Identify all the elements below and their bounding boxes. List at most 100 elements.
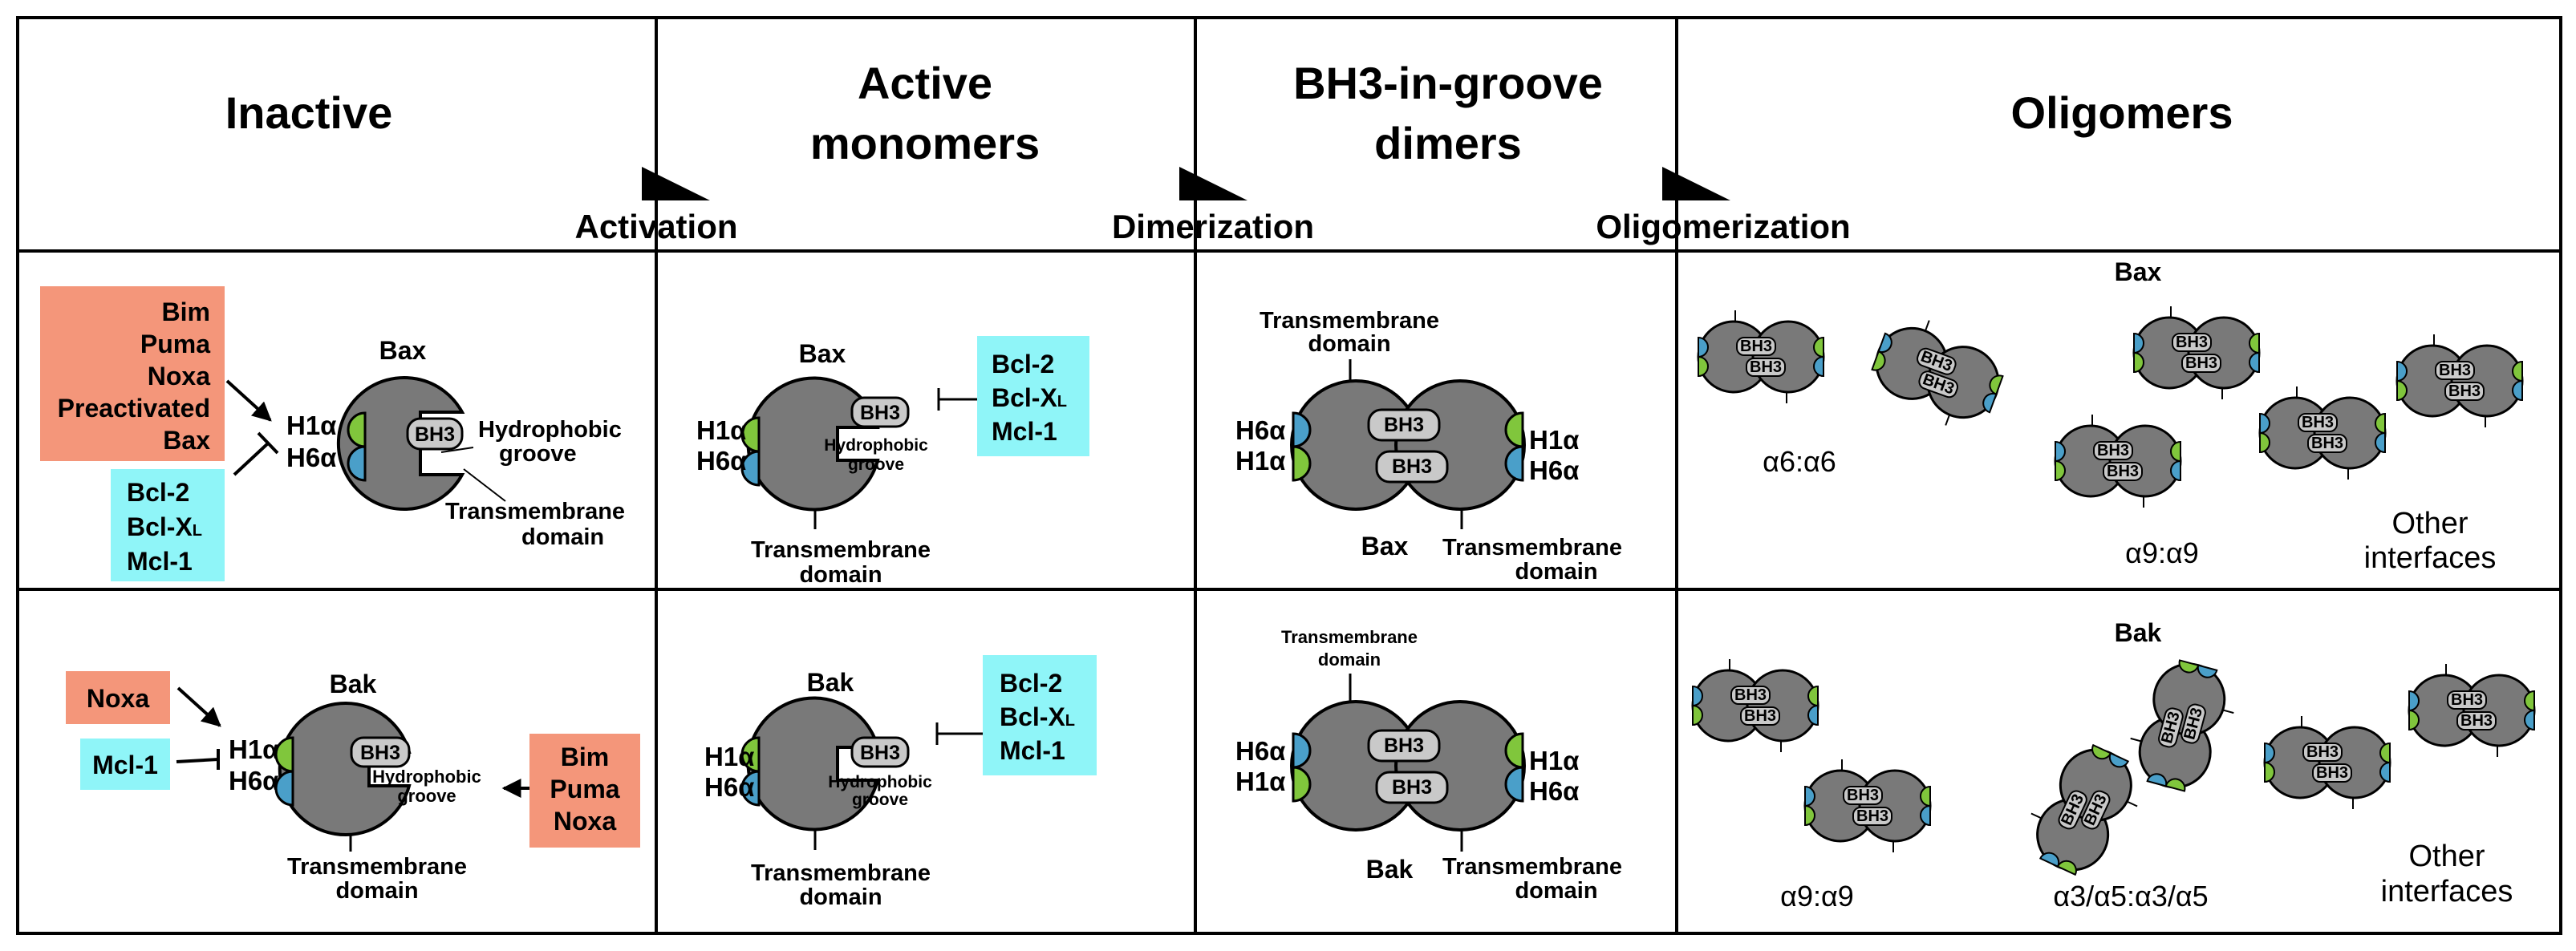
activator-label: Preactivated	[58, 394, 210, 423]
h6-label: H6α	[1235, 736, 1285, 766]
helix-h6	[1920, 804, 1931, 827]
helix-h1	[1292, 445, 1312, 482]
bak-body	[746, 696, 880, 832]
step-dimerization: Dimerization	[1112, 208, 1314, 245]
interface-label: α3/α5:α3/α5	[2053, 880, 2208, 913]
helix-h6	[2170, 459, 2181, 482]
bh3-label: BH3	[1744, 707, 1776, 725]
monomer-body	[1394, 379, 1526, 511]
h1-label: H1α	[1529, 425, 1579, 455]
tm-label: Transmembrane	[287, 854, 467, 880]
protein-label: Bax	[799, 339, 846, 368]
bh3-box	[1740, 706, 1780, 726]
header-active-1: Active	[858, 58, 992, 108]
inhibition-bar	[257, 431, 279, 455]
helix-h6	[2249, 351, 2260, 374]
bh3-box	[406, 417, 464, 451]
inhibitor-label: Mcl-1	[1000, 736, 1065, 765]
tm-label: domain	[1318, 650, 1381, 670]
bh3-box	[1730, 686, 1771, 705]
bh3-box	[2298, 413, 2338, 432]
bh3-label: BH3	[1392, 455, 1432, 478]
monomer-body	[1858, 769, 1932, 843]
monomer-body	[1394, 700, 1526, 832]
activator-box	[529, 734, 640, 848]
helix-h1	[2133, 351, 2144, 374]
activation-arrow	[176, 686, 221, 727]
bh3-box	[2180, 703, 2206, 744]
monomer-body	[2108, 424, 2182, 498]
bh3-box	[850, 396, 910, 428]
tm-label: Transmembrane	[1442, 535, 1622, 560]
inhibitor-label: Bcl-XL	[127, 512, 202, 541]
inhibition-line	[233, 441, 270, 476]
interface-label: Other	[2408, 840, 2485, 873]
bh3-box	[1917, 347, 1957, 375]
interface-label: interfaces	[2381, 875, 2513, 909]
header-oligomers: Oligomers	[2011, 87, 2233, 138]
bh3-label: BH3	[1856, 807, 1888, 825]
h6-label: H6α	[1529, 776, 1579, 806]
h6-label: H6α	[704, 772, 754, 802]
activator-box	[40, 286, 225, 461]
bh3-label: BH3	[860, 742, 900, 764]
h6-label: H6α	[229, 766, 278, 795]
step-activation: Activation	[574, 208, 737, 245]
bak-dimer-panel: Transmembrane domain BH3 BH3 H6α H1α H1α…	[1235, 627, 1622, 904]
bak-active-panel: Bak BH3 Hydrophobic groove H1α H6α Trans…	[704, 655, 1097, 910]
bh3-box	[850, 736, 910, 768]
bh3-box	[2307, 434, 2347, 453]
bh3-label: BH3	[2451, 691, 2483, 709]
activator-label: Puma	[140, 330, 210, 358]
protein-label: Bak	[807, 668, 854, 697]
bh3-box	[2093, 441, 2133, 460]
inhibitor-label: Bcl-XL	[1000, 702, 1075, 731]
activator-label: Bax	[163, 426, 210, 455]
inhibitor-label: Mcl-1	[92, 751, 158, 779]
monomer-body	[2187, 316, 2261, 390]
header-dimers-1: BH3-in-groove	[1293, 58, 1603, 108]
helix-h6	[347, 445, 367, 482]
inhibitor-label: Mcl-1	[127, 547, 193, 576]
monomer-body	[1751, 320, 1825, 394]
step-arrows	[642, 167, 1730, 200]
h6-label: H6α	[286, 443, 336, 472]
helix-h1	[2056, 860, 2077, 876]
inhibitor-box	[111, 469, 225, 581]
helix-h6	[2512, 379, 2523, 402]
helix-h1	[1698, 355, 1709, 378]
helix-h6	[2375, 431, 2386, 454]
activation-arrow	[225, 379, 272, 422]
bh3-label: BH3	[360, 742, 400, 764]
helix-h1	[2408, 709, 2420, 731]
interface-label: Other	[2391, 507, 2468, 540]
activator-label: Bim	[162, 297, 210, 326]
bh3-box	[1375, 771, 1449, 804]
tm-label: Transmembrane	[751, 537, 931, 563]
helix-h6	[1504, 766, 1524, 803]
helix-h1	[1692, 704, 1703, 726]
helix-h6	[1504, 445, 1524, 482]
bh3-box	[1746, 358, 1786, 377]
h6-label: H6α	[1235, 415, 1285, 445]
bh3-label: BH3	[2302, 414, 2334, 431]
tm-label: Transmembrane	[751, 860, 931, 886]
h1-label: H1α	[1235, 446, 1285, 476]
bh3-label: BH3	[1740, 338, 1772, 355]
protein-label: Bak	[1366, 855, 1414, 884]
tm-label: domain	[521, 524, 604, 550]
protein-label: Bax	[2115, 257, 2162, 286]
bh3-label: BH3	[1750, 358, 1782, 376]
bh3-label: BH3	[2107, 463, 2139, 480]
helix-h1	[2055, 459, 2066, 482]
bh3-box	[2103, 462, 2143, 481]
protein-label: Bax	[1361, 532, 1409, 560]
